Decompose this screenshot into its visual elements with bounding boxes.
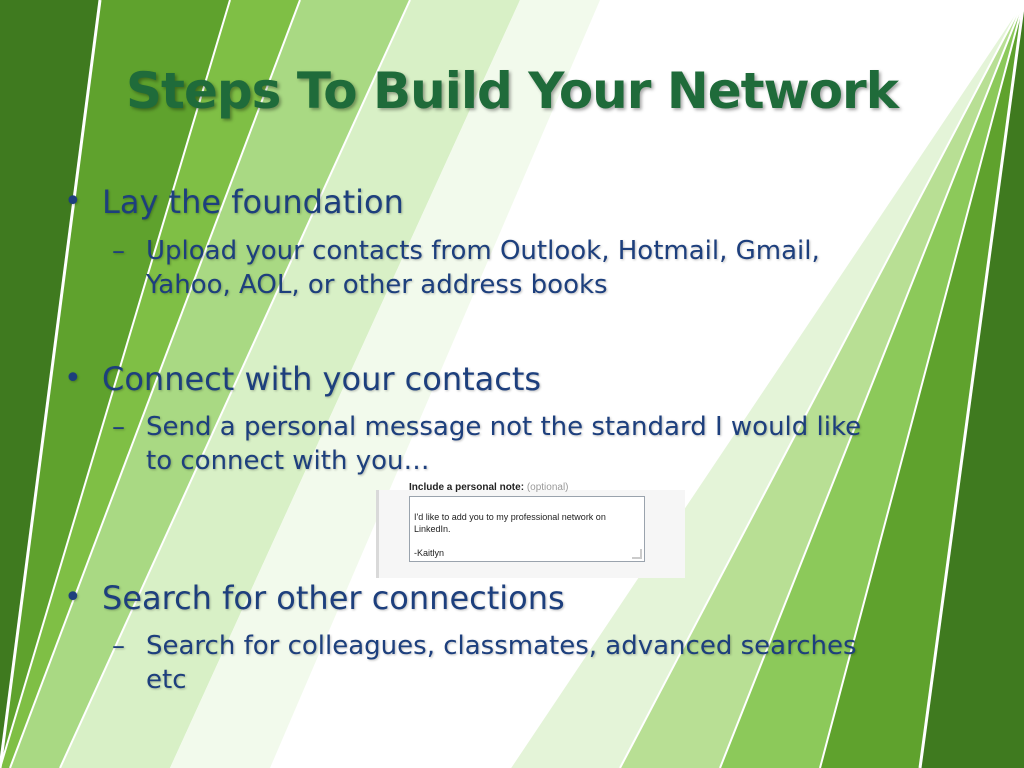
sub-bullet-item: – Send a personal message not the standa… (112, 410, 862, 478)
sub-bullet-line: etc (146, 665, 187, 695)
sub-bullet-line: Upload your contacts from Outlook, Hotma… (146, 236, 820, 266)
dash-icon: – (112, 412, 125, 442)
bullet-dot-icon: • (64, 361, 82, 396)
dash-icon: – (112, 631, 125, 661)
personal-note-textarea[interactable]: I'd like to add you to my professional n… (409, 496, 645, 562)
sub-bullet-line: Search for colleagues, classmates, advan… (146, 631, 857, 661)
bullet-dot-icon: • (64, 580, 82, 615)
resize-grip-icon[interactable] (632, 549, 642, 559)
slide-title: Steps To Build Your Network (126, 62, 899, 120)
note-label-text: Include a personal note: (409, 482, 525, 493)
dash-icon: – (112, 236, 125, 266)
sub-bullet-item: – Search for colleagues, classmates, adv… (112, 629, 857, 697)
bullet-text: Connect with your contacts (102, 360, 542, 398)
personal-note-screenshot: Include a personal note: (optional) I'd … (376, 482, 685, 578)
bullet-dot-icon: • (64, 184, 82, 219)
bullet-text: Lay the foundation (102, 183, 404, 221)
bullet-item: • Search for other connections (64, 579, 565, 617)
note-message: I'd like to add you to my professional n… (414, 512, 606, 558)
sub-bullet-item: – Upload your contacts from Outlook, Hot… (112, 234, 820, 302)
bullet-text: Search for other connections (102, 579, 565, 617)
sub-bullet-line: Yahoo, AOL, or other address books (146, 270, 608, 300)
personal-note-label: Include a personal note: (optional) (409, 482, 569, 493)
bullet-item: • Lay the foundation (64, 183, 404, 221)
sub-bullet-line: to connect with you… (146, 446, 430, 476)
note-optional-text: (optional) (526, 482, 569, 493)
sub-bullet-line: Send a personal message not the standard… (146, 412, 862, 442)
bullet-item: • Connect with your contacts (64, 360, 542, 398)
